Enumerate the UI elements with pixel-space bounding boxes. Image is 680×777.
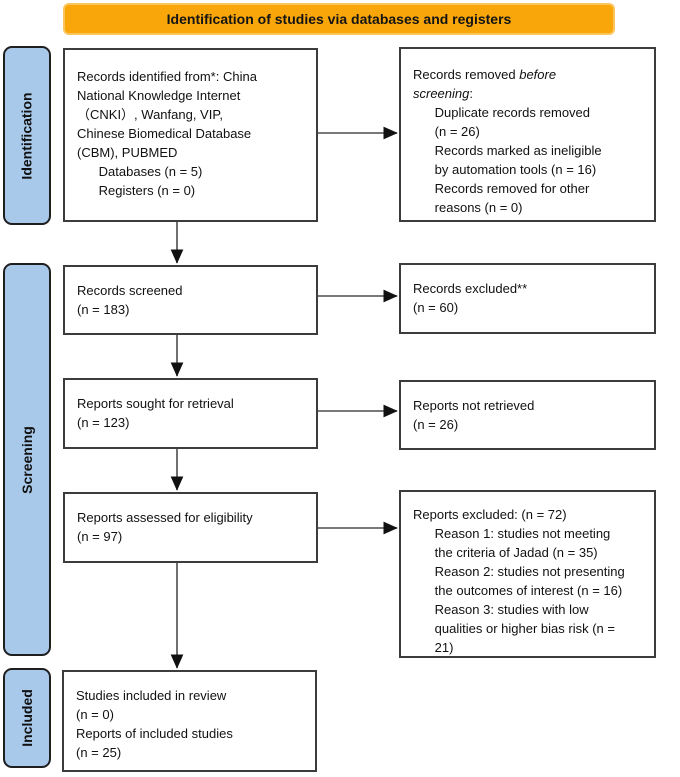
banner-identification-via-databases: Identification of studies via databases … <box>63 3 615 35</box>
stage-tab-label: Included <box>19 689 35 747</box>
removed-italic-2: screening <box>413 86 470 101</box>
stage-tab-screening: Screening <box>3 263 51 656</box>
box-records-identified: Records identified from*: China National… <box>63 48 318 222</box>
stage-tab-label: Identification <box>19 91 35 180</box>
removed-suffix: : <box>469 86 473 101</box>
stage-tab-identification: Identification <box>3 46 51 225</box>
box-studies-included: Studies included in review (n = 0) Repor… <box>62 670 317 772</box>
box-records-removed-before-screening: Records removed before screening: Duplica… <box>399 47 656 222</box>
banner-label: Identification of studies via databases … <box>166 11 512 27</box>
box-reports-excluded-reasons: Reports excluded: (n = 72) Reason 1: stu… <box>399 490 656 658</box>
removed-details: Duplicate records removed (n = 26) Recor… <box>434 105 602 215</box>
box-reports-sought: Reports sought for retrieval (n = 123) <box>63 378 318 449</box>
removed-italic-1: before <box>519 67 557 82</box>
removed-prefix: Records removed <box>413 67 520 82</box>
box-reports-not-retrieved: Reports not retrieved (n = 26) <box>399 380 656 450</box>
stage-tab-label: Screening <box>19 425 36 494</box>
stage-tab-included: Included <box>3 668 51 768</box>
box-reports-assessed: Reports assessed for eligibility (n = 97… <box>63 492 318 563</box>
box-records-excluded: Records excluded** (n = 60) <box>399 263 656 334</box>
box-records-screened: Records screened (n = 183) <box>63 265 318 335</box>
